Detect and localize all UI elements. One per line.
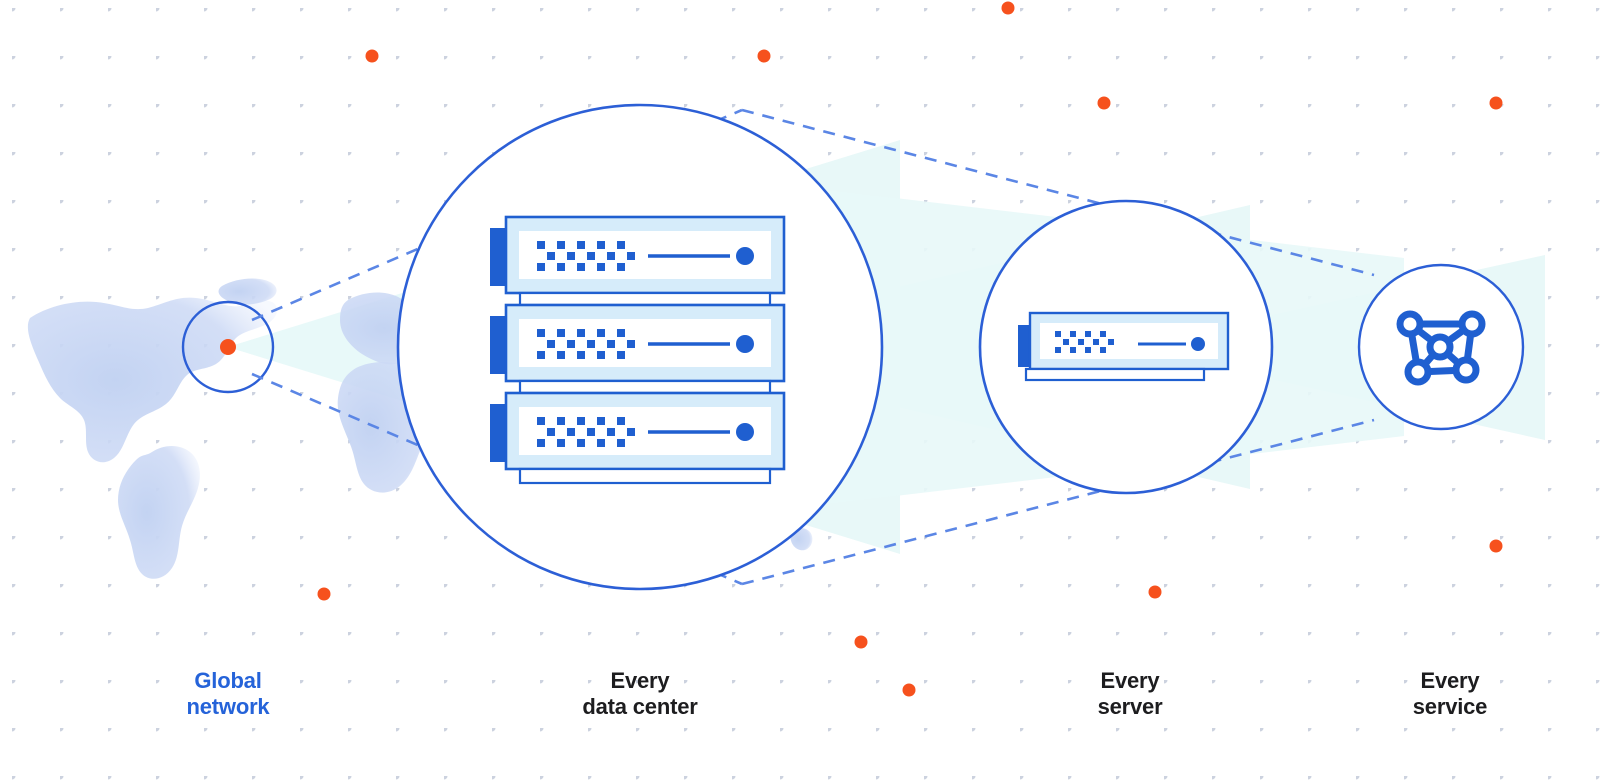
rack-unit-3-leds [537, 417, 635, 447]
server-status-dot [1191, 337, 1205, 351]
connector-dashed-top-2 [741, 108, 1375, 277]
server-leds [1055, 331, 1114, 353]
network-node-bottom-left [1404, 358, 1432, 386]
network-node-center [1426, 333, 1454, 361]
server-base [1024, 367, 1206, 382]
accent-dot [317, 587, 331, 601]
accent-dot [902, 683, 916, 697]
network-node-top-left [1396, 310, 1424, 338]
accent-dot [1489, 96, 1503, 110]
single-server-icon [1018, 311, 1230, 382]
rack-unit-3 [490, 391, 786, 485]
accent-dot [365, 49, 379, 63]
location-dot-icon [220, 339, 236, 355]
rack-unit-2 [490, 303, 786, 395]
accent-dot [757, 49, 771, 63]
accent-dot [1001, 1, 1015, 15]
rack-unit-3-status-dot [736, 423, 754, 441]
network-node-bottom-right [1452, 356, 1480, 384]
accent-dot [1148, 585, 1162, 599]
rack-unit-1-status-dot [736, 247, 754, 265]
rack-unit-2-leds [537, 329, 635, 359]
server-face [1040, 323, 1218, 359]
connector-dashed-bottom-2 [741, 418, 1375, 586]
network-node-top-right [1458, 310, 1486, 338]
network-nodes-icon [1396, 310, 1486, 386]
server-rack-icon [490, 215, 786, 485]
rack-unit-3-base [518, 467, 772, 485]
rack-unit-1 [490, 215, 786, 307]
rack-unit-1-leds [537, 241, 635, 271]
accent-dot [1489, 539, 1503, 553]
global-network-highlight-circle [181, 300, 275, 394]
accent-dot [1097, 96, 1111, 110]
rack-unit-2-status-dot [736, 335, 754, 353]
accent-dot-group [317, 1, 1503, 697]
accent-dot [854, 635, 868, 649]
